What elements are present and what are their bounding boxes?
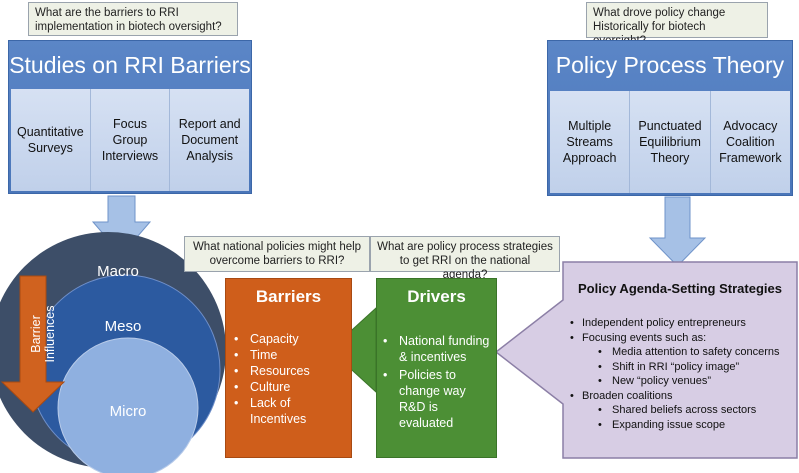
agenda-subitem: Shift in RRI “policy image” — [568, 360, 796, 375]
theory-title: Policy Process Theory — [555, 52, 785, 78]
agenda-subitem: Expanding issue scope — [568, 418, 796, 433]
barrier-item: Resources — [232, 363, 350, 379]
barriers-title: Barriers — [255, 287, 322, 306]
approach-advocacy-coalition: Advocacy Coalition Framework — [710, 91, 790, 193]
micro-circle — [57, 337, 199, 473]
studies-title: Studies on RRI Barriers — [9, 52, 251, 78]
barriers-list: Capacity Time Resources Culture Lack of … — [232, 331, 350, 427]
macro-label: Macro — [97, 263, 139, 280]
approach-multiple-streams: Multiple Streams Approach — [550, 91, 631, 193]
method-quantitative: Quantitative Surveys — [11, 89, 91, 191]
drivers-list: National funding & incentives Policies t… — [381, 333, 495, 431]
theory-down-arrow — [648, 196, 707, 267]
question-barriers: What are the barriers to RRI implementat… — [28, 2, 238, 36]
meso-label: Meso — [104, 318, 142, 335]
driver-item: Policies to change way R&D is evaluated — [381, 367, 495, 431]
agenda-list: Independent policy entrepreneurs Focusin… — [568, 316, 796, 432]
agenda-subitem: Media attention to safety concerns — [568, 345, 796, 360]
barriers-box: Barriers Capacity Time Resources Culture… — [225, 278, 352, 458]
agenda-subitem: New “policy venues” — [568, 374, 796, 389]
barrier-item: Lack of Incentives — [232, 395, 320, 427]
agenda-item: Broaden coalitions — [568, 389, 796, 404]
barrier-influences-arrow — [0, 275, 66, 413]
agenda-item: Independent policy entrepreneurs — [568, 316, 796, 331]
barrier-item: Time — [232, 347, 350, 363]
agenda-title: Policy Agenda-Setting Strategies — [578, 281, 782, 296]
barrier-item: Capacity — [232, 331, 350, 347]
studies-panel: Studies on RRI Barriers Quantitative Sur… — [8, 40, 252, 194]
method-document-analysis: Report and Document Analysis — [170, 89, 250, 191]
drivers-title: Drivers — [407, 287, 466, 306]
drivers-box: Drivers National funding & incentives Po… — [376, 278, 497, 458]
approach-punctuated-equilibrium: Punctuated Equilibrium Theory — [630, 91, 711, 193]
studies-methods: Quantitative Surveys Focus Group Intervi… — [11, 89, 250, 191]
barrier-item: Culture — [232, 379, 350, 395]
question-national-policies: What national policies might help overco… — [184, 236, 370, 272]
question-strategies: What are policy process strategies to ge… — [370, 236, 560, 281]
question-policy-change: What drove policy change Historically fo… — [586, 2, 768, 47]
micro-label: Micro — [109, 403, 147, 420]
theory-approaches: Multiple Streams Approach Punctuated Equ… — [550, 91, 790, 193]
method-focus-group: Focus Group Interviews — [90, 89, 171, 191]
agenda-subitem: Shared beliefs across sectors — [568, 403, 796, 418]
agenda-item: Focusing events such as: — [568, 331, 796, 346]
barrier-influences-label: Barrier Influences — [29, 305, 57, 363]
theory-panel: Policy Process Theory Multiple Streams A… — [547, 40, 793, 196]
driver-item: National funding & incentives — [381, 333, 495, 365]
